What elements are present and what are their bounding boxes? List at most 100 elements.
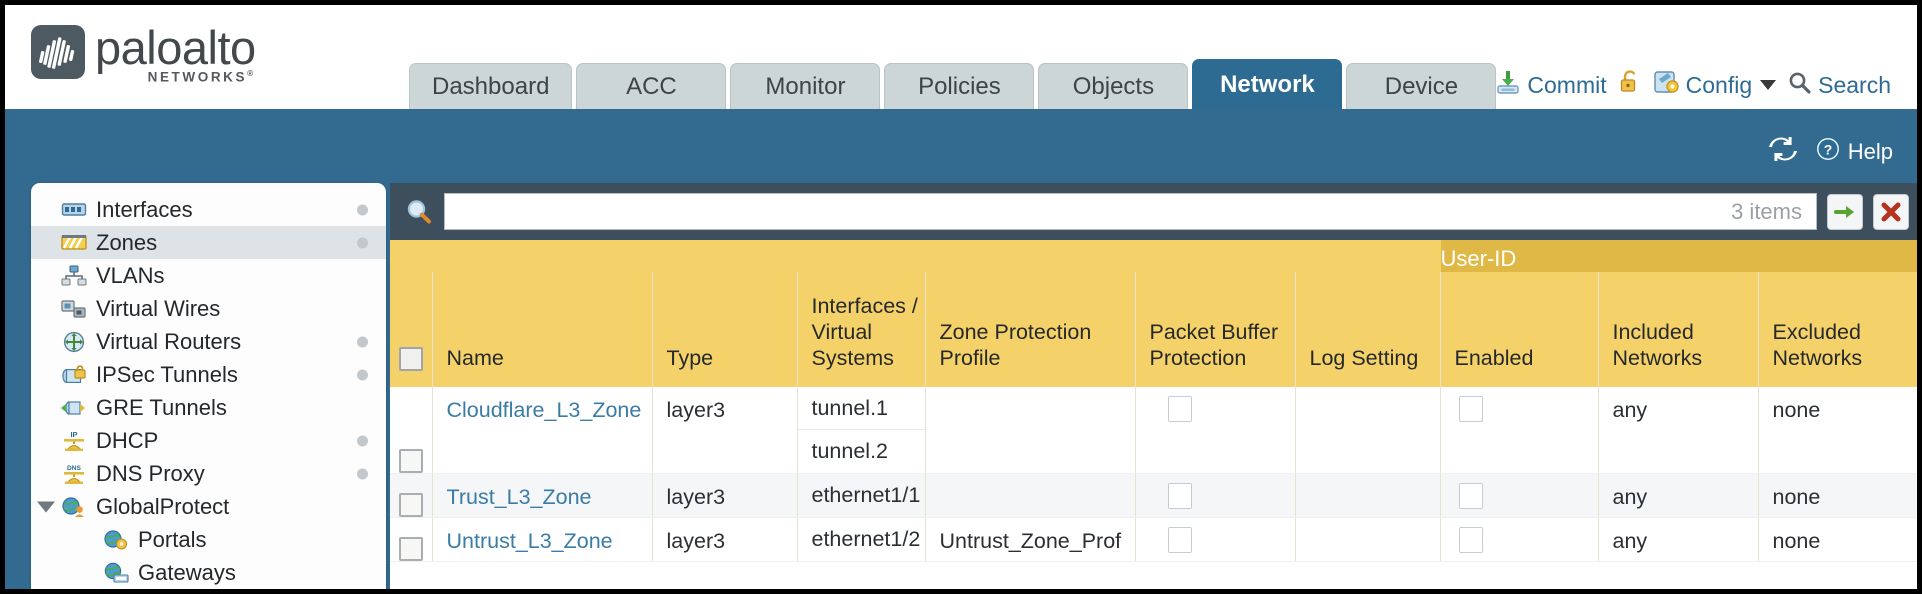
sidebar-status-dot — [357, 204, 368, 215]
gre-tunnels-icon — [61, 397, 87, 419]
sidebar-item-ipsec-tunnels[interactable]: IPSec Tunnels — [31, 358, 386, 391]
zone-name-link[interactable]: Cloudflare_L3_Zone — [446, 398, 642, 422]
header-name[interactable]: Name — [432, 272, 653, 387]
user-id-enabled-cell — [1440, 387, 1599, 474]
vlans-icon — [61, 265, 87, 287]
interface-item: tunnel.2 — [798, 430, 925, 473]
user-id-group-header: User-ID — [1440, 240, 1917, 272]
row-checkbox[interactable] — [398, 493, 423, 517]
apply-filter-button[interactable] — [1827, 193, 1863, 230]
sidebar-item-zones[interactable]: Zones — [31, 226, 386, 259]
packet-buffer-protection-checkbox[interactable] — [1167, 527, 1192, 554]
zone-type-value: layer3 — [666, 485, 726, 509]
packet-buffer-protection-checkbox[interactable] — [1167, 483, 1192, 510]
sidebar-item-virtual-wires[interactable]: Virtual Wires — [31, 292, 386, 325]
help-button[interactable]: ? Help — [1814, 135, 1893, 169]
included-networks-value: any — [1612, 398, 1648, 422]
interface-value: tunnel.2 — [811, 439, 889, 463]
sidebar-status-dot — [357, 237, 368, 248]
dns-proxy-icon: DNS — [61, 463, 87, 485]
zone-protection-profile-cell — [925, 473, 1136, 518]
tab-label: Monitor — [765, 72, 846, 100]
header-log-setting[interactable]: Log Setting — [1295, 272, 1441, 387]
clear-filter-button[interactable] — [1873, 193, 1909, 230]
header-type[interactable]: Type — [652, 272, 798, 387]
sidebar-item-globalprotect[interactable]: GlobalProtect — [31, 490, 386, 523]
sidebar-item-label: Virtual Wires — [96, 295, 221, 321]
tab-acc[interactable]: ACC — [576, 63, 727, 109]
select-all-checkbox[interactable] — [398, 347, 423, 371]
row-select-cell — [390, 517, 433, 562]
row-checkbox[interactable] — [398, 449, 423, 473]
log-setting-cell — [1295, 387, 1441, 474]
included-networks-value: any — [1612, 529, 1648, 553]
tab-network[interactable]: Network — [1192, 59, 1343, 109]
sidebar-item-interfaces[interactable]: Interfaces — [31, 193, 386, 226]
included-networks-cell: any — [1598, 387, 1759, 474]
user-id-enabled-checkbox[interactable] — [1458, 396, 1483, 423]
packet-buffer-protection-checkbox[interactable] — [1167, 396, 1192, 423]
filter-search-icon[interactable] — [404, 197, 434, 227]
tab-label: Objects — [1072, 72, 1155, 100]
interface-item: ethernet1/2 — [798, 518, 925, 561]
header-packet-buffer-protection[interactable]: Packet Buffer Protection — [1135, 272, 1296, 387]
user-id-enabled-checkbox[interactable] — [1458, 483, 1483, 510]
group-spacer-2 — [432, 240, 653, 272]
search-button[interactable]: Search — [1787, 70, 1891, 101]
interface-value: ethernet1/1 — [811, 483, 921, 507]
sidebar-item-virtual-routers[interactable]: Virtual Routers — [31, 325, 386, 358]
interfaces-cell: ethernet1/1 — [797, 473, 926, 518]
commit-button[interactable]: Commit — [1495, 69, 1607, 101]
header-enabled[interactable]: Enabled — [1440, 272, 1599, 387]
filter-input[interactable]: 3 items — [444, 193, 1817, 230]
interface-item: ethernet1/1 — [798, 474, 925, 517]
apply-filter-arrow-icon — [1834, 205, 1854, 218]
group-spacer-3 — [652, 240, 798, 272]
lock-icon[interactable] — [1618, 69, 1642, 101]
zone-name-cell: Untrust_L3_Zone — [432, 517, 653, 562]
zone-name-link[interactable]: Untrust_L3_Zone — [446, 529, 613, 553]
zone-name-cell: Trust_L3_Zone — [432, 473, 653, 518]
zone-type-value: layer3 — [666, 398, 726, 422]
zones-table-wrap: User-ID Name Type Interfaces / Virtual S… — [390, 240, 1917, 589]
refresh-icon[interactable] — [1768, 136, 1798, 168]
sidebar-item-gre-tunnels[interactable]: GRE Tunnels — [31, 391, 386, 424]
header-zone-protection-profile[interactable]: Zone Protection Profile — [925, 272, 1136, 387]
sidebar-item-vlans[interactable]: VLANs — [31, 259, 386, 292]
header-included-networks[interactable]: Included Networks — [1598, 272, 1759, 387]
interfaces-icon — [61, 199, 87, 221]
filter-bar: 3 items — [390, 183, 1917, 240]
header-excluded-networks[interactable]: Excluded Networks — [1758, 272, 1917, 387]
tab-device[interactable]: Device — [1346, 63, 1497, 109]
tab-policies[interactable]: Policies — [884, 63, 1035, 109]
packet-buffer-protection-cell — [1135, 473, 1296, 518]
sidebar-item-label: Gateways — [138, 559, 236, 585]
sidebar-item-portals[interactable]: Portals — [31, 523, 386, 556]
zone-protection-profile-cell — [925, 387, 1136, 474]
chevron-down-icon — [1760, 80, 1777, 90]
sidebar-item-label: Portals — [138, 526, 207, 552]
zone-name-link[interactable]: Trust_L3_Zone — [446, 485, 592, 509]
user-id-enabled-checkbox[interactable] — [1458, 527, 1483, 554]
zone-type-cell: layer3 — [652, 517, 798, 562]
sidebar-item-gateways[interactable]: Gateways — [31, 556, 386, 589]
expand-triangle-icon[interactable] — [37, 501, 55, 512]
tab-dashboard[interactable]: Dashboard — [409, 63, 573, 109]
header-interfaces[interactable]: Interfaces / Virtual Systems — [797, 272, 926, 387]
config-menu[interactable]: Config — [1653, 69, 1777, 101]
sidebar-status-dot — [357, 435, 368, 446]
tab-monitor[interactable]: Monitor — [730, 63, 881, 109]
group-spacer-4 — [797, 240, 926, 272]
search-icon — [1787, 70, 1812, 101]
group-spacer-1 — [390, 240, 433, 272]
row-checkbox[interactable] — [398, 537, 423, 561]
tab-label: Dashboard — [432, 72, 550, 100]
tab-objects[interactable]: Objects — [1038, 63, 1189, 109]
